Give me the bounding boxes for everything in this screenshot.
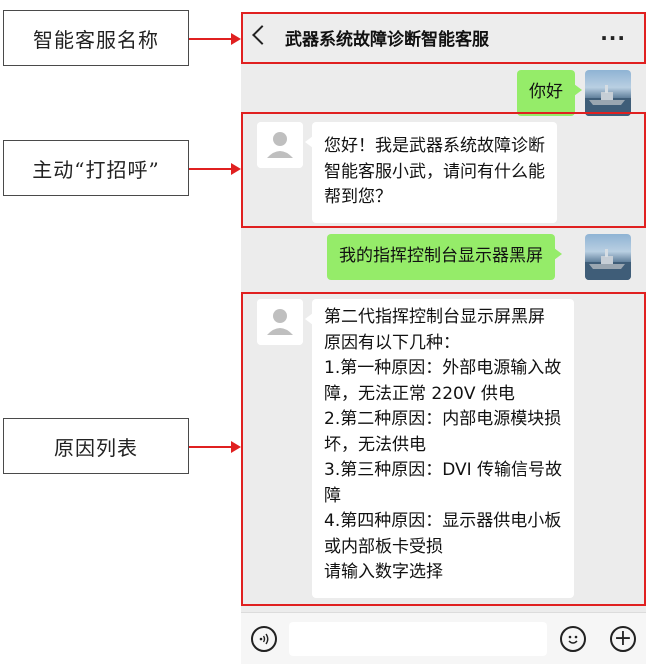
message-input[interactable]: [289, 622, 547, 656]
callout-arrow-greeting: [189, 163, 241, 175]
callout-arrow-reasons: [189, 441, 241, 453]
callout-bot-name: 智能客服名称: [3, 10, 189, 66]
message-line: 智能客服小武，请问有什么能: [324, 161, 545, 182]
chat-screen: 武器系统故障诊断智能客服 ··· 你好 您好！我是武器系统故障诊断 智能客服小武…: [241, 12, 646, 664]
bot-avatar[interactable]: [257, 299, 303, 345]
message-line: 或内部板卡受损: [324, 536, 443, 557]
callout-bot-name-text: 智能客服名称: [33, 27, 159, 52]
message-line: 3.第三种原因：DVI 传输信号故: [324, 460, 563, 480]
chat-title: 武器系统故障诊断智能客服: [285, 30, 489, 50]
bot-avatar[interactable]: [257, 122, 303, 168]
callout-greeting: 主动“打招呼”: [3, 140, 189, 196]
message-line: 第二代指挥控制台显示屏黑屏: [324, 307, 545, 327]
callout-reasons: 原因列表: [3, 418, 189, 474]
ship-avatar-icon: [585, 249, 631, 280]
message-line: 我的指挥控制台显示器黑屏: [339, 246, 543, 266]
callout-reasons-text: 原因列表: [54, 435, 138, 460]
message-line: 原因有以下几种：: [324, 332, 460, 353]
message-bubble-bot[interactable]: 您好！我是武器系统故障诊断 智能客服小武，请问有什么能 帮到您？: [305, 122, 557, 223]
back-icon[interactable]: [252, 25, 272, 45]
message-bubble-bot[interactable]: 第二代指挥控制台显示屏黑屏 原因有以下几种： 1.第一种原因：外部电源输入故 障…: [304, 299, 575, 598]
user-avatar[interactable]: [585, 234, 631, 280]
message-line: 坏，无法供电: [324, 434, 426, 455]
more-icon[interactable]: ···: [600, 26, 626, 50]
person-avatar-icon: [257, 299, 303, 345]
plus-icon[interactable]: +: [610, 626, 636, 652]
smile-face-icon: [568, 635, 578, 644]
voice-icon[interactable]: [251, 626, 277, 652]
callout-greeting-text: 主动“打招呼”: [32, 157, 160, 182]
callout-arrow-bot-name: [189, 33, 241, 45]
message-line: 障: [324, 485, 341, 506]
emoji-icon[interactable]: [560, 626, 586, 652]
message-line: 您好！我是武器系统故障诊断: [324, 136, 545, 156]
message-line: 帮到您？: [324, 187, 392, 207]
voice-wave-icon: [259, 633, 269, 645]
message-line: 2.第二种原因：内部电源模块损: [324, 409, 562, 429]
chat-header: 武器系统故障诊断智能客服 ···: [241, 12, 646, 63]
message-line: 4.第四种原因：显示器供电小板: [324, 511, 562, 531]
message-bubble-user[interactable]: 我的指挥控制台显示器黑屏: [327, 234, 562, 280]
person-avatar-icon: [257, 122, 303, 168]
user-avatar[interactable]: [585, 70, 631, 116]
message-bubble-user[interactable]: 你好: [517, 70, 582, 116]
chat-input-bar: +: [241, 612, 646, 664]
ship-avatar-icon: [585, 85, 631, 116]
message-line: 请输入数字选择: [324, 562, 443, 582]
message-line: 1.第一种原因：外部电源输入故: [324, 358, 562, 378]
message-line: 你好: [529, 82, 563, 102]
message-line: 障，无法正常 220V 供电: [324, 383, 515, 404]
